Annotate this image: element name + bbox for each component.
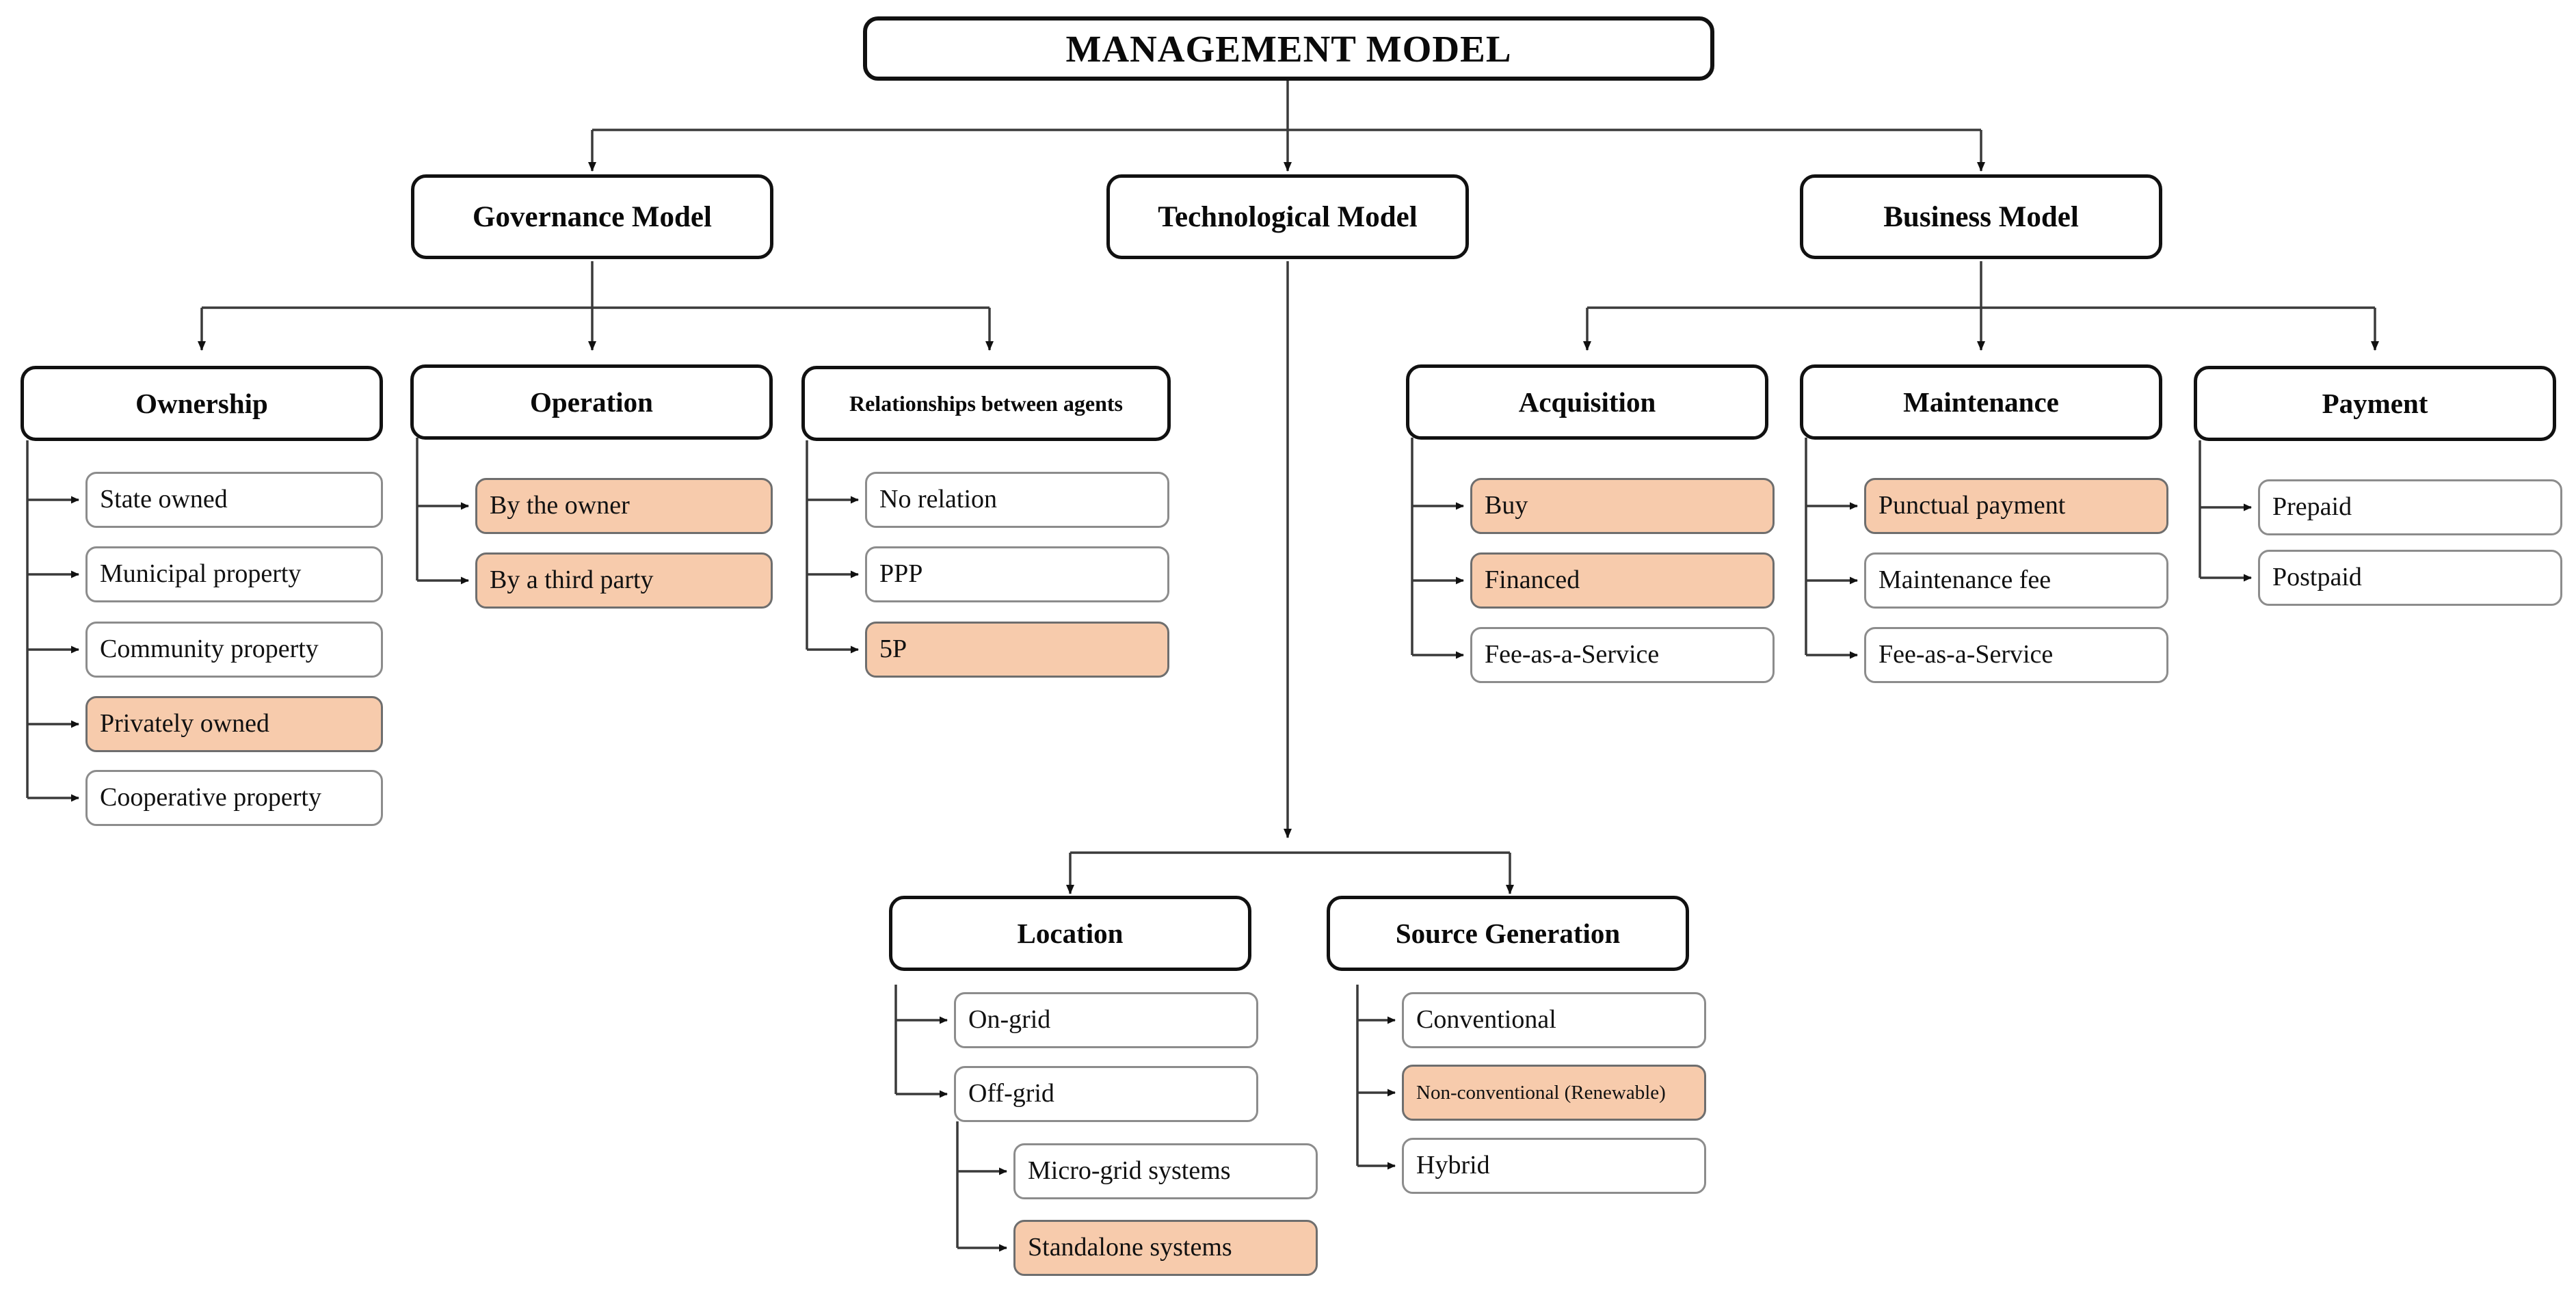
leaf-community-property[interactable]: Community property xyxy=(85,622,383,678)
leaf-no-relation[interactable]: No relation xyxy=(865,472,1169,528)
leaf-cooperative-property[interactable]: Cooperative property xyxy=(85,770,383,826)
category-header-maintenance[interactable]: Maintenance xyxy=(1800,364,2162,440)
leaf-non-conventional-renewable[interactable]: Non-conventional (Renewable) xyxy=(1402,1065,1706,1121)
leaf-state-owned[interactable]: State owned xyxy=(85,472,383,528)
leaf-postpaid[interactable]: Postpaid xyxy=(2258,550,2562,606)
category-header-acquisition[interactable]: Acquisition xyxy=(1406,364,1768,440)
leaf-prepaid[interactable]: Prepaid xyxy=(2258,479,2562,535)
category-header-ownership[interactable]: Ownership xyxy=(21,366,383,441)
leaf-financed[interactable]: Financed xyxy=(1470,552,1775,609)
leaf-standalone-systems[interactable]: Standalone systems xyxy=(1013,1220,1318,1276)
branch-node-governance-model[interactable]: Governance Model xyxy=(411,174,773,259)
leaf-5p[interactable]: 5P xyxy=(865,622,1169,678)
leaf-fee-as-a-service-acquisition[interactable]: Fee-as-a-Service xyxy=(1470,627,1775,683)
category-header-source-generation[interactable]: Source Generation xyxy=(1327,896,1689,971)
leaf-punctual-payment[interactable]: Punctual payment xyxy=(1864,478,2168,534)
leaf-by-the-owner[interactable]: By the owner xyxy=(475,478,773,534)
category-header-operation[interactable]: Operation xyxy=(410,364,773,440)
leaf-buy[interactable]: Buy xyxy=(1470,478,1775,534)
category-header-location[interactable]: Location xyxy=(889,896,1251,971)
branch-node-technological-model[interactable]: Technological Model xyxy=(1106,174,1469,259)
leaf-on-grid[interactable]: On-grid xyxy=(954,992,1258,1048)
category-header-relationships-between-agents[interactable]: Relationships between agents xyxy=(801,366,1171,441)
branch-node-business-model[interactable]: Business Model xyxy=(1800,174,2162,259)
leaf-conventional[interactable]: Conventional xyxy=(1402,992,1706,1048)
leaf-municipal-property[interactable]: Municipal property xyxy=(85,546,383,602)
leaf-fee-as-a-service-maintenance[interactable]: Fee-as-a-Service xyxy=(1864,627,2168,683)
root-node-management-model[interactable]: MANAGEMENT MODEL xyxy=(863,16,1714,81)
leaf-maintenance-fee[interactable]: Maintenance fee xyxy=(1864,552,2168,609)
leaf-off-grid[interactable]: Off-grid xyxy=(954,1066,1258,1122)
leaf-by-a-third-party[interactable]: By a third party xyxy=(475,552,773,609)
category-header-payment[interactable]: Payment xyxy=(2194,366,2556,441)
leaf-hybrid[interactable]: Hybrid xyxy=(1402,1138,1706,1194)
leaf-micro-grid-systems[interactable]: Micro-grid systems xyxy=(1013,1143,1318,1199)
leaf-ppp[interactable]: PPP xyxy=(865,546,1169,602)
leaf-privately-owned[interactable]: Privately owned xyxy=(85,696,383,752)
